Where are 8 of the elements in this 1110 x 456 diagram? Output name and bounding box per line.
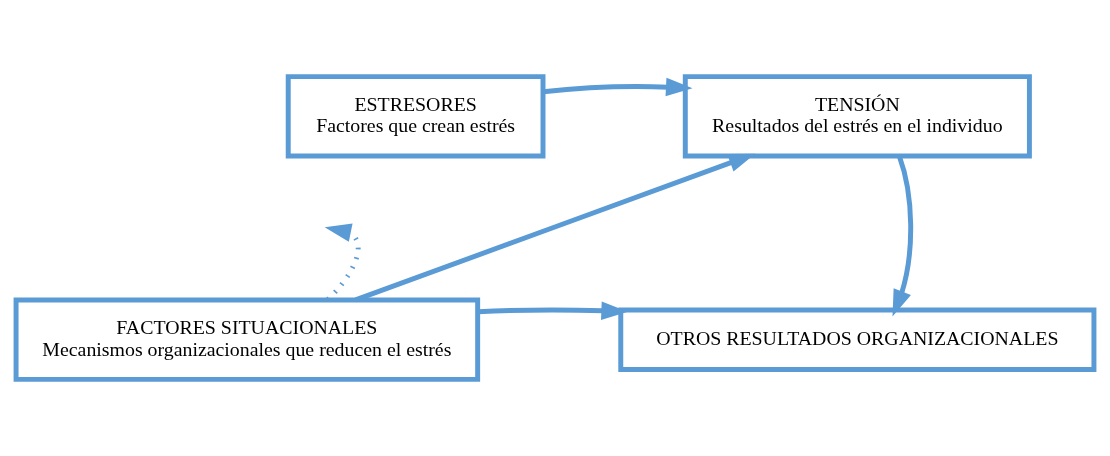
node-box: ESTRESORES Factores que crean estrés [285,74,546,159]
node-box: OTROS RESULTADOS ORGANIZACIONALES [618,307,1097,372]
node-box: TENSIÓN Resultados del estrés en el individuo [682,74,1032,159]
arrow [892,155,914,317]
arrow [543,77,693,97]
arrow [354,153,756,303]
arrow [478,301,628,320]
node-box: FACTORES SITUACIONALES Mecanismos organizacionales que reducen el estrés [13,297,481,382]
